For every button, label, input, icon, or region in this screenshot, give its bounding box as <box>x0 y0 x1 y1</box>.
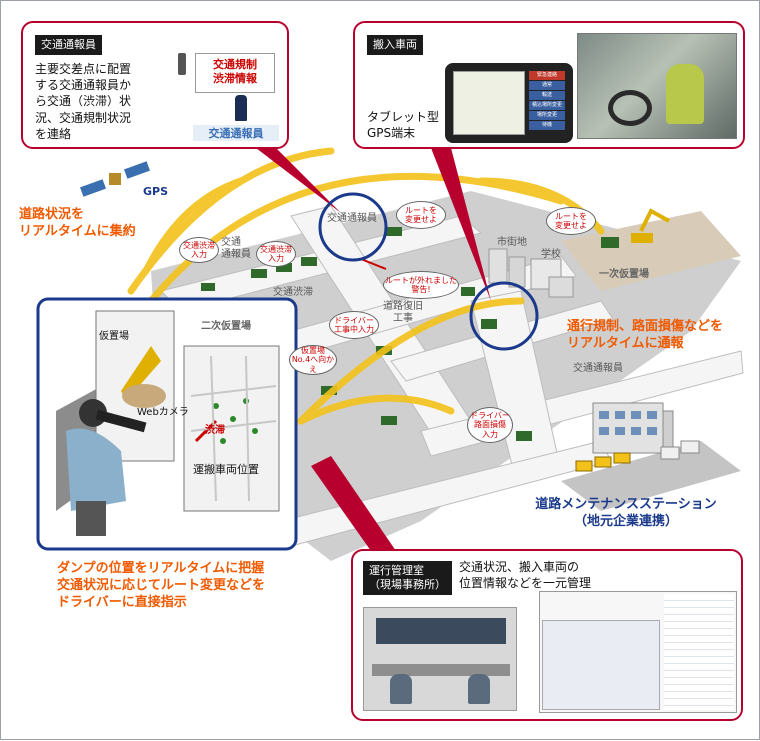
tablet-menu-item[interactable]: 緊急連絡 <box>529 71 565 80</box>
primary-yard <box>561 211 741 291</box>
tablet-menu-item[interactable]: 通常 <box>529 81 565 90</box>
route-arrow <box>360 258 387 270</box>
tablet-screen-map <box>453 71 525 135</box>
label-primary-yard: 一次仮置場 <box>599 269 649 280</box>
tablet-menu: 緊急連絡 通常 輸送 積込場所変更 場所変更 待機 <box>529 71 565 135</box>
steering-wheel-icon <box>608 90 652 126</box>
label-traffic-jam: 交通渋滞 <box>273 287 313 298</box>
bubble-change-route: ルートを 変更せよ <box>396 201 446 229</box>
label-road-recovery: 道路復旧 工事 <box>383 301 423 324</box>
headline-notify: 通行規制、路面損傷などを リアルタイムに通報 <box>567 319 724 351</box>
bubble-change-route: ルートを 変更せよ <box>546 207 596 235</box>
operator-figure <box>468 674 490 704</box>
pointer-vehicle <box>431 148 491 301</box>
headline-collect: 道路状況を リアルタイムに集約 <box>19 207 136 239</box>
highlight-truck-circle <box>469 281 539 351</box>
pointer-control-room <box>311 456 396 551</box>
management-software-screenshot <box>539 591 737 713</box>
tablet-menu-item[interactable]: 待機 <box>529 121 565 130</box>
maintenance-station <box>561 402 741 511</box>
driver-cab-photo <box>577 33 737 139</box>
wall-monitors <box>376 618 506 644</box>
callout-control-room: 運行管理室 （現場事務所） 交通状況、搬入車両の 位置情報などを一元管理 <box>351 549 743 721</box>
tablet-device: 緊急連絡 通常 輸送 積込場所変更 場所変更 待機 <box>445 63 573 143</box>
traffic-sign-text: 交通規制 渋滞情報 <box>213 58 257 85</box>
bubble-driver-damage-input: ドライバー 路面損傷 入力 <box>467 407 513 443</box>
label-secondary-yard: 二次仮置場 <box>201 321 251 332</box>
label-webcam: Webカメラ <box>137 407 189 418</box>
pointer-guard <box>256 148 341 213</box>
ground-plane <box>151 191 741 561</box>
bubble-jam-input: 交通渋滞 入力 <box>256 241 296 267</box>
label-city: 市街地 <box>497 237 527 248</box>
control-room-scene <box>56 310 280 536</box>
vehicle-tag: 搬入車両 <box>367 35 423 55</box>
software-table-panel <box>664 594 734 710</box>
tablet-menu-item[interactable]: 輸送 <box>529 91 565 100</box>
highlight-guard-circle <box>318 192 388 262</box>
label-guard-top: 交通通報員 <box>327 213 377 224</box>
tablet-menu-item[interactable]: 場所変更 <box>529 111 565 120</box>
city-buildings <box>488 248 574 298</box>
driver-figure <box>666 64 704 124</box>
traffic-guard-figure-label: 交通通報員 <box>193 125 279 141</box>
satellite-icon <box>80 161 150 197</box>
label-gps: GPS <box>143 185 169 198</box>
label-jam-screen: 渋滞 <box>205 425 225 436</box>
bubble-jam-input: 交通渋滞 入力 <box>179 237 219 263</box>
label-guard-right: 交通通報員 <box>573 363 623 374</box>
tablet-menu-item[interactable]: 積込場所変更 <box>529 101 565 110</box>
software-map-panel <box>542 620 660 710</box>
label-school: 学校 <box>541 249 561 260</box>
headline-maintenance-station: 道路メンテナンスステーション （地元企業連携） <box>535 497 717 529</box>
control-room-description: 交通状況、搬入車両の 位置情報などを一元管理 <box>459 560 592 591</box>
traffic-guard-person-icon <box>235 95 247 121</box>
traffic-sign-board: 交通規制 渋滞情報 <box>195 53 275 93</box>
bubble-off-route-warning: ルートが外れました 警告! <box>383 271 459 299</box>
control-room-photo <box>363 607 517 711</box>
walkie-talkie-icon <box>178 53 186 75</box>
traffic-guard-tag: 交通通報員 <box>35 35 102 55</box>
operator-figure <box>390 674 412 704</box>
desk <box>372 664 510 676</box>
callout-vehicle: 搬入車両 タブレット型 GPS端末 緊急連絡 通常 輸送 積込場所変更 場所変更… <box>353 21 745 149</box>
control-room-tag: 運行管理室 （現場事務所） <box>363 561 452 595</box>
bubble-driver-work-input: ドライバー 工事中入力 <box>329 311 379 339</box>
label-vehicle-position: 運搬車両位置 <box>193 463 259 476</box>
traffic-guard-description: 主要交差点に配置 する交通通報員か ら交通（渋滞）状 況、交通規制状況 を連絡 <box>35 62 132 141</box>
bubble-go-yard-no4: 仮置場 No.4へ向かえ <box>289 345 337 375</box>
label-temp-yard: 仮置場 <box>99 331 129 342</box>
callout-traffic-guard: 交通通報員 主要交差点に配置 する交通通報員か ら交通（渋滞）状 況、交通規制状… <box>21 21 289 149</box>
vehicle-description: タブレット型 GPS端末 <box>367 110 440 141</box>
headline-dispatch: ダンプの位置をリアルタイムに把握 交通状況に応じてルート変更などを ドライバーに… <box>57 561 266 610</box>
label-guard-left: 交通 通報員 <box>221 237 251 260</box>
